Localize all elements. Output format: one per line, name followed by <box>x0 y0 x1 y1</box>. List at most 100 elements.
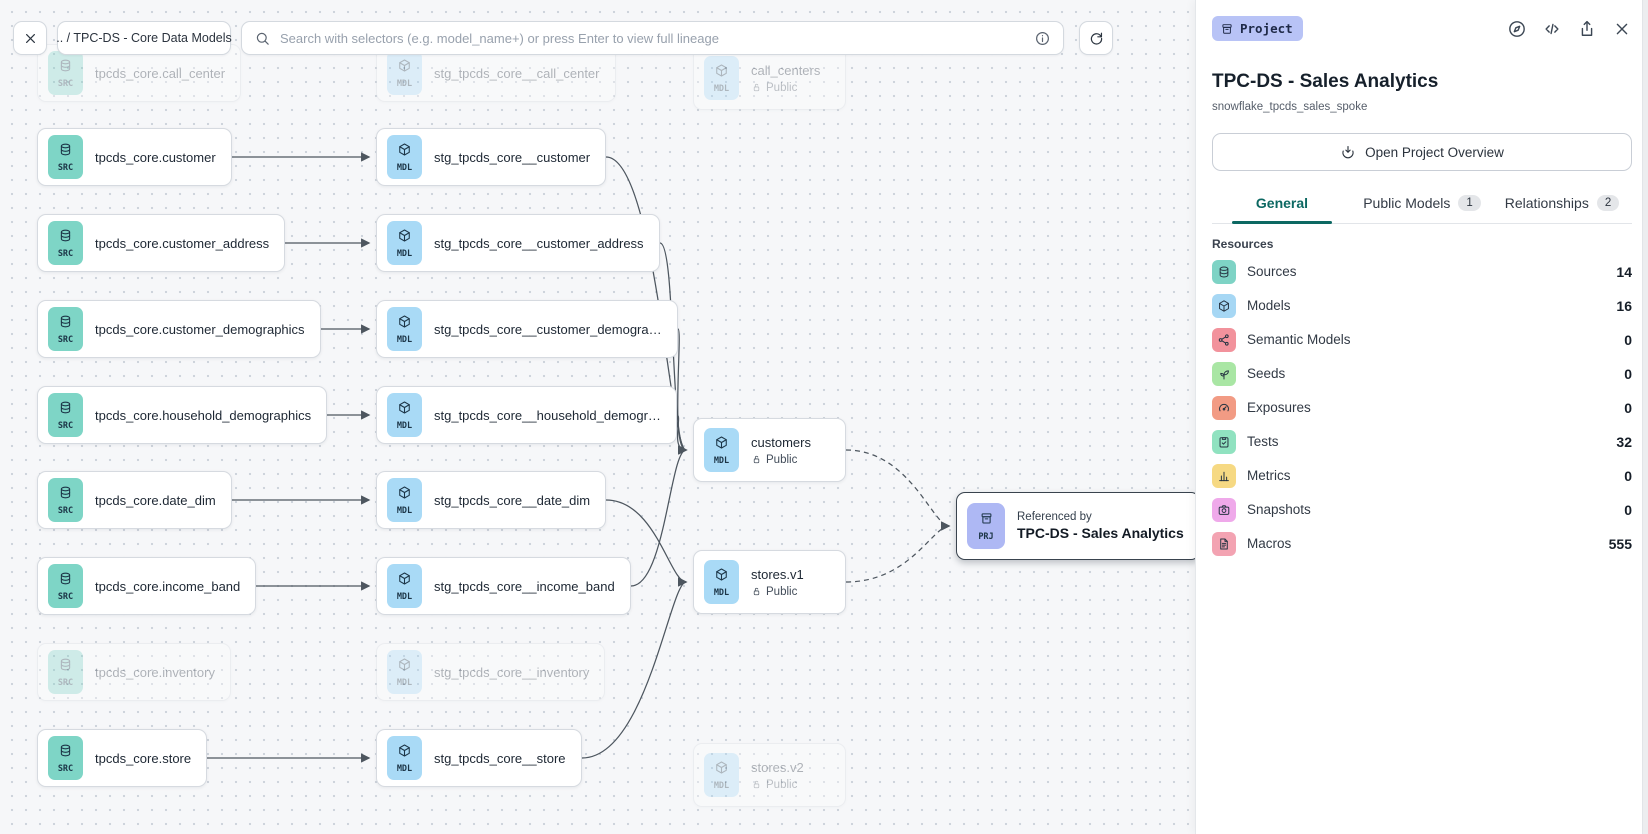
node-label: tpcds_core.household_demographics <box>95 407 312 423</box>
node-type-label: MDL <box>396 334 413 345</box>
tab-count-badge: 1 <box>1458 195 1481 211</box>
panel-scrollbar[interactable] <box>1642 0 1648 834</box>
lineage-node-src_income_band[interactable]: SRC tpcds_core.income_band <box>37 557 257 615</box>
node-type-label: MDL <box>396 420 413 431</box>
project-badge-label: Project <box>1240 21 1293 36</box>
cube-icon <box>397 571 412 591</box>
src-tile: SRC <box>48 135 83 179</box>
node-type-label: MDL <box>713 455 730 466</box>
node-label: tpcds_core.income_band <box>95 578 241 594</box>
refresh-button[interactable] <box>1079 21 1113 55</box>
node-access-label: Public <box>766 585 798 598</box>
lineage-node-mdl_household_demographics[interactable]: MDL stg_tpcds_core__household_demogr… <box>376 386 677 444</box>
panel-share-icon[interactable] <box>1577 19 1597 39</box>
archive-icon <box>979 511 994 531</box>
info-icon[interactable] <box>1034 30 1051 47</box>
node-label: tpcds_core.date_dim <box>95 492 216 508</box>
lineage-node-src_customer_demographics[interactable]: SRC tpcds_core.customer_demographics <box>37 300 321 358</box>
panel-close-icon[interactable] <box>1612 19 1632 39</box>
tab-count-badge: 2 <box>1596 195 1620 211</box>
resource-count: 0 <box>1624 501 1632 518</box>
refresh-icon <box>1088 30 1105 47</box>
node-label: stg_tpcds_core__household_demogr… <box>434 407 661 423</box>
lineage-node-mdl_income_band[interactable]: MDL stg_tpcds_core__income_band <box>376 557 631 615</box>
node-access-label: Public <box>766 778 798 791</box>
lock-open-icon <box>751 779 762 790</box>
lock-open-icon <box>751 82 762 93</box>
mdl-tile: MDL <box>704 560 739 604</box>
gauge-icon <box>1212 395 1236 420</box>
search-bar[interactable] <box>241 21 1064 55</box>
node-label: tpcds_core.call_center <box>95 65 226 81</box>
panel-compass-icon[interactable] <box>1507 19 1527 39</box>
mdl-tile: MDL <box>387 307 422 351</box>
resource-count: 0 <box>1624 331 1632 348</box>
node-label: call_centers <box>751 62 821 78</box>
resources-heading: Resources <box>1212 237 1274 251</box>
node-label: tpcds_core.customer_demographics <box>95 321 305 337</box>
database-icon <box>58 142 73 162</box>
resource-label: Metrics <box>1247 468 1291 483</box>
mdl-tile: MDL <box>387 736 422 780</box>
panel-code-icon[interactable] <box>1542 19 1562 39</box>
node-type-label: SRC <box>57 334 74 345</box>
resource-count: 555 <box>1608 535 1632 552</box>
database-icon <box>58 314 73 334</box>
database-icon <box>58 485 73 505</box>
close-lineage-button[interactable] <box>13 21 47 55</box>
database-icon <box>58 571 73 591</box>
node-type-label: MDL <box>713 780 730 791</box>
resource-count: 32 <box>1616 433 1632 450</box>
open-project-overview-button[interactable]: Open Project Overview <box>1212 133 1632 171</box>
mdl-tile: MDL <box>387 564 422 608</box>
lineage-node-src_date_dim[interactable]: SRC tpcds_core.date_dim <box>37 471 232 529</box>
close-icon <box>22 30 39 47</box>
node-type-label: SRC <box>57 505 74 516</box>
node-label: customers <box>751 434 811 450</box>
cube-icon <box>397 743 412 763</box>
tab-general[interactable]: General <box>1212 187 1352 224</box>
search-icon <box>254 30 271 47</box>
node-type-label: SRC <box>57 591 74 602</box>
search-input[interactable] <box>280 30 1025 46</box>
open-project-overview-label: Open Project Overview <box>1365 144 1504 160</box>
node-type-label: SRC <box>57 763 74 774</box>
node-type-label: PRJ <box>978 531 994 542</box>
node-label: stg_tpcds_core__customer <box>434 149 591 165</box>
cube-icon <box>397 657 412 677</box>
breadcrumb[interactable]: .. / TPC-DS - Core Data Models <box>56 21 232 55</box>
node-label: stg_tpcds_core__income_band <box>434 578 615 594</box>
node-type-label: MDL <box>713 587 730 598</box>
node-type-label: MDL <box>396 763 413 774</box>
